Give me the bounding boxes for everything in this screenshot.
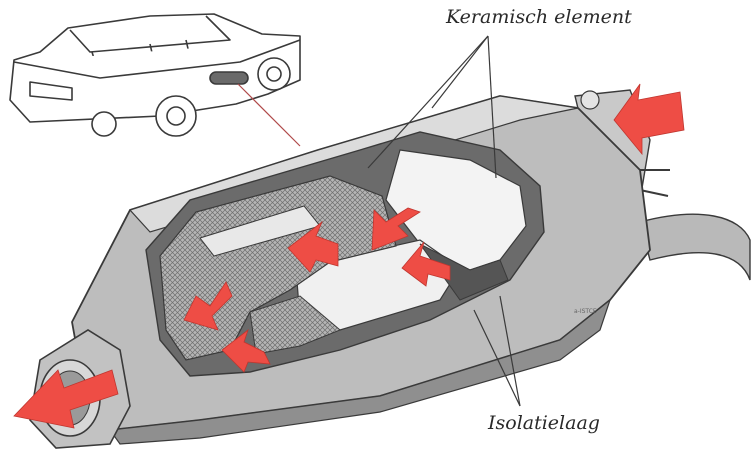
ceramic-element-label: Keramisch element — [446, 6, 632, 28]
insulation-layer-label: Isolatielaag — [488, 412, 600, 434]
image-stamp: a-ISTCE — [574, 308, 597, 315]
car-illustration — [10, 14, 300, 136]
